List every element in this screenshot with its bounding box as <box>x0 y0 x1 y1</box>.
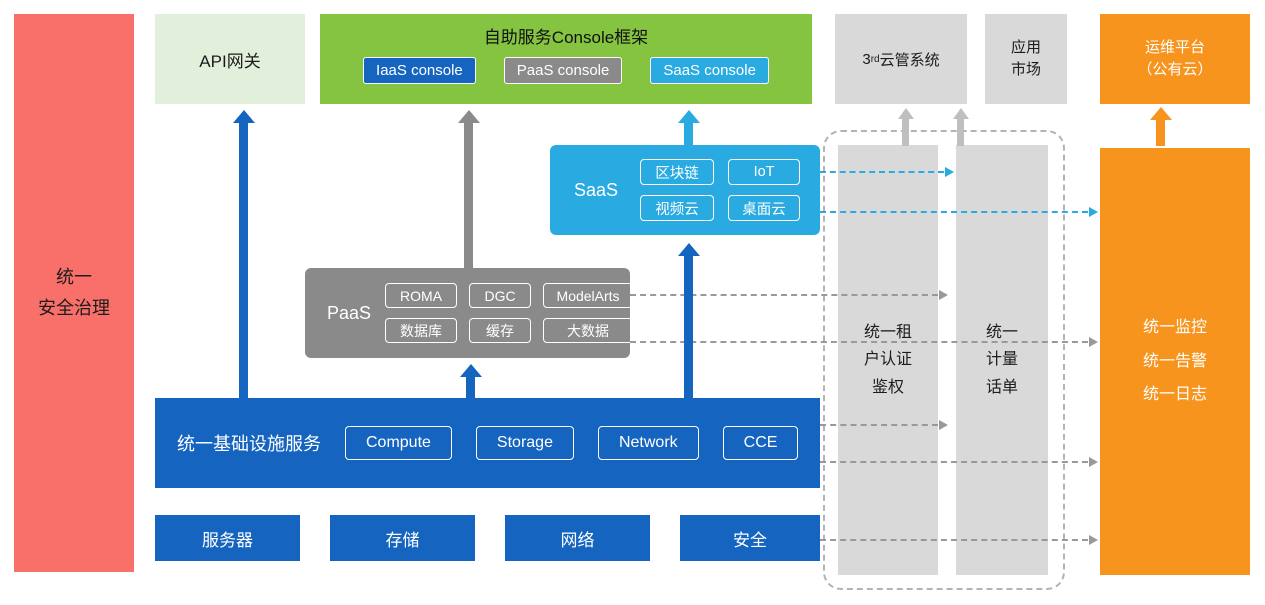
saas-chip-video-cloud: 视频云 <box>640 195 715 221</box>
monitoring-bar: 统一监控 统一告警 统一日志 <box>1100 148 1250 575</box>
iaas-chip-compute: Compute <box>345 426 452 460</box>
app-market-box: 应用 市场 <box>985 14 1067 104</box>
api-gateway-box: API网关 <box>155 14 305 104</box>
arrow-paas-to-console <box>464 123 473 268</box>
third-party-sup: rd <box>870 53 880 65</box>
security-governance-bar: 统一 安全治理 <box>14 14 134 572</box>
iaas-chip-storage: Storage <box>475 426 574 460</box>
arrow-paas-to-monitoring <box>630 337 1098 347</box>
iaas-label: 统一基础设施服务 <box>177 434 321 454</box>
arrow-hardware-to-monitoring <box>820 535 1098 545</box>
arrow-iaas-to-saas <box>684 256 693 398</box>
saas-chip-desktop-cloud: 桌面云 <box>728 195 801 221</box>
arrow-saas-to-auth <box>820 167 954 177</box>
arrow-monitoring-to-om-platform <box>1156 120 1165 146</box>
saas-services-grid: 区块链 IoT 视频云 桌面云 <box>640 159 801 221</box>
paas-chip-bigdata: 大数据 <box>543 318 634 343</box>
paas-chip-cache: 缓存 <box>469 318 532 343</box>
tenant-auth-bar: 统一租 户认证 鉴权 <box>838 145 938 575</box>
arrow-iaas-to-api-gateway <box>239 123 248 398</box>
paas-box: PaaS ROMA DGC ModelArts 数据库 缓存 大数据 <box>305 268 634 358</box>
hardware-security-box: 安全 <box>680 515 820 561</box>
arrow-saas-to-console <box>684 123 693 145</box>
arrow-iaas-to-auth <box>820 420 948 430</box>
paas-services-grid: ROMA DGC ModelArts 数据库 缓存 大数据 <box>385 283 634 343</box>
paas-chip-roma: ROMA <box>385 283 458 308</box>
iaas-box: 统一基础设施服务 Compute Storage Network CCE <box>155 398 820 488</box>
hardware-server-box: 服务器 <box>155 515 300 561</box>
saas-label: SaaS <box>574 179 619 200</box>
paas-label: PaaS <box>327 302 372 323</box>
arrow-auth-to-third-party <box>902 119 909 146</box>
console-framework-title: 自助服务Console框架 <box>483 28 649 47</box>
arrow-saas-to-monitoring <box>820 207 1098 217</box>
paas-chip-database: 数据库 <box>385 318 458 343</box>
iaas-chip-cce: CCE <box>722 426 799 460</box>
saas-box: SaaS 区块链 IoT 视频云 桌面云 <box>550 145 820 235</box>
paas-chip-modelarts: ModelArts <box>543 283 634 308</box>
console-buttons-row: IaaS console PaaS console SaaS console <box>363 57 769 84</box>
third-party-label: 云管系统 <box>879 51 940 69</box>
arrow-iaas-to-monitoring <box>820 457 1098 467</box>
iaas-console-button: IaaS console <box>363 57 476 84</box>
om-platform-box: 运维平台 （公有云） <box>1100 14 1250 104</box>
console-framework-box: 自助服务Console框架 IaaS console PaaS console … <box>320 14 812 104</box>
paas-chip-dgc: DGC <box>469 283 532 308</box>
saas-chip-iot: IoT <box>728 159 801 185</box>
metering-bar: 统一 计量 话单 <box>956 145 1048 575</box>
hardware-storage-box: 存储 <box>330 515 475 561</box>
saas-chip-blockchain: 区块链 <box>640 159 715 185</box>
saas-console-button: SaaS console <box>650 57 769 84</box>
paas-console-button: PaaS console <box>503 57 623 84</box>
iaas-chip-network: Network <box>597 426 699 460</box>
shared-services-dashed-group <box>823 130 1065 590</box>
arrow-metering-to-third-party <box>957 119 964 146</box>
iaas-services-row: Compute Storage Network CCE <box>345 426 799 460</box>
arrow-iaas-to-paas <box>466 377 475 398</box>
arrow-paas-to-auth <box>630 290 948 300</box>
third-party-prefix: 3 <box>862 50 871 68</box>
hardware-network-box: 网络 <box>505 515 650 561</box>
